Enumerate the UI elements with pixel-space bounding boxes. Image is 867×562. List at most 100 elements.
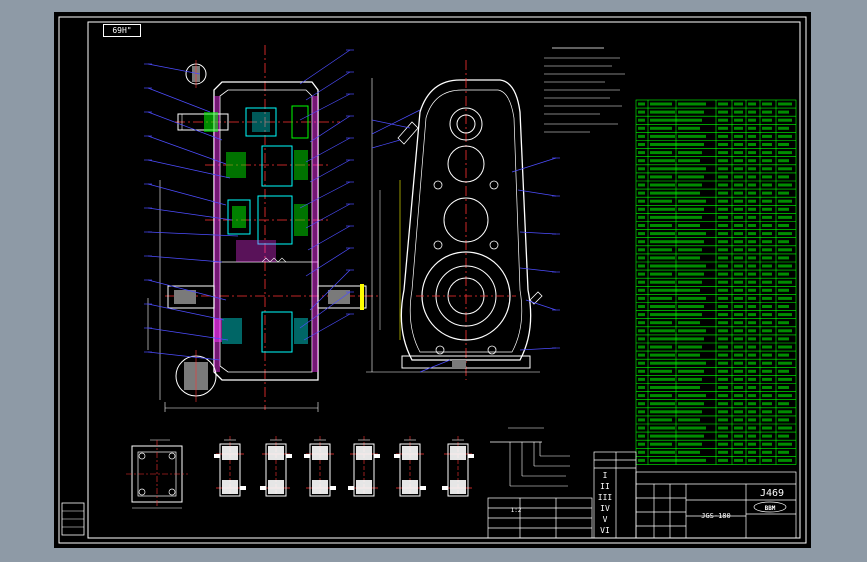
- parts-list-cell-text: [748, 394, 756, 398]
- parts-list-cell-text: [718, 159, 728, 163]
- parts-list-cell-text: [762, 305, 772, 308]
- parts-list-cell-text: [762, 313, 772, 317]
- parts-list-cell-text: [650, 191, 678, 195]
- parts-list-cell-text: [650, 410, 678, 414]
- parts-list-cell-text: [718, 329, 728, 333]
- parts-list-cell-text: [678, 361, 706, 365]
- parts-list-cell-text: [734, 410, 743, 414]
- parts-list-cell-text: [762, 353, 772, 357]
- parts-list-cell-text: [762, 224, 772, 227]
- parts-list-cell-text: [718, 151, 728, 155]
- parts-list-cell-text: [678, 199, 706, 203]
- parts-list-cell-text: [678, 240, 704, 244]
- leader-line: [511, 157, 557, 173]
- parts-list-cell-text: [678, 434, 704, 438]
- parts-list-cell-text: [718, 394, 728, 398]
- parts-list-cell-text: [778, 232, 792, 236]
- parts-list-cell-text: [778, 175, 789, 179]
- parts-list-cell-text: [734, 264, 743, 268]
- parts-list-cell-text: [778, 191, 789, 195]
- parts-list-cell-text: [778, 426, 792, 430]
- leader-line: [147, 255, 223, 263]
- parts-list-cell-text: [678, 402, 704, 406]
- parts-list-cell-text: [762, 272, 772, 276]
- parts-list-cell-text: [678, 175, 704, 179]
- parts-list-cell-text: [762, 159, 772, 163]
- parts-list-cell-text: [734, 118, 743, 122]
- parts-list-cell-text: [762, 442, 772, 446]
- parts-list-cell-text: [762, 264, 772, 268]
- parts-list-cell-text: [718, 183, 728, 187]
- leader-line: [147, 111, 223, 141]
- parts-list-cell-text: [734, 426, 743, 430]
- parts-list-cell-text: [638, 272, 645, 276]
- parts-list-cell-text: [638, 329, 645, 333]
- leader-line: [305, 203, 351, 229]
- parts-list-cell-text: [638, 183, 645, 187]
- parts-list-cell-text: [638, 426, 645, 430]
- drawing-sheet: [54, 12, 811, 548]
- parts-list-cell-text: [748, 345, 756, 349]
- parts-list-cell-text: [778, 151, 792, 155]
- parts-list-cell-text: [778, 369, 789, 373]
- parts-list-cell-text: [650, 126, 672, 130]
- parts-list-cell-text: [748, 280, 756, 284]
- leader-line: [147, 351, 221, 361]
- parts-list-cell-text: [748, 167, 756, 171]
- roman-numeral: VI: [600, 526, 610, 535]
- parts-list-cell-text: [678, 345, 702, 349]
- parts-list-cell-text: [778, 442, 792, 446]
- parts-list-cell-text: [748, 126, 756, 130]
- parts-list-cell-text: [748, 321, 756, 325]
- parts-list-cell-text: [638, 313, 645, 317]
- parts-list-cell-text: [734, 248, 743, 252]
- leader-line: [525, 299, 557, 311]
- parts-list-cell-text: [638, 394, 645, 398]
- parts-list-cell-text: [678, 264, 706, 268]
- parts-list-cell-text: [718, 102, 728, 106]
- parts-list-cell-text: [734, 143, 743, 146]
- parts-list-cell-text: [748, 369, 756, 373]
- leader-line: [147, 183, 227, 206]
- parts-list-cell-text: [678, 224, 700, 227]
- parts-list-cell-text: [762, 191, 772, 195]
- leader-line: [519, 347, 557, 351]
- roman-numeral: II: [600, 482, 610, 491]
- parts-list-cell-text: [718, 450, 728, 454]
- parts-list-cell-text: [678, 232, 706, 236]
- parts-list-cell-text: [748, 110, 756, 114]
- parts-list-cell-text: [638, 305, 645, 308]
- leader-line: [305, 71, 351, 101]
- parts-list-cell-text: [778, 321, 789, 325]
- parts-list-cell-text: [778, 183, 792, 187]
- leader-line: [147, 207, 233, 221]
- sheet-number: 1:2: [511, 507, 522, 514]
- parts-list-cell-text: [650, 264, 678, 268]
- parts-list-cell-text: [762, 296, 772, 300]
- parts-list-cell-text: [762, 426, 772, 430]
- parts-list-cell-text: [678, 337, 704, 341]
- parts-list-cell-text: [650, 288, 678, 292]
- parts-list-cell-text: [762, 183, 772, 187]
- parts-list-cell-text: [638, 207, 645, 211]
- parts-list-cell-text: [748, 353, 756, 357]
- parts-list-cell-text: [778, 410, 792, 414]
- parts-list-cell-text: [734, 337, 743, 341]
- leader-line: [299, 181, 351, 209]
- parts-list-cell-text: [778, 313, 792, 317]
- parts-list-cell-text: [718, 296, 728, 300]
- parts-list-cell-text: [734, 377, 743, 381]
- parts-list-cell-text: [678, 450, 700, 454]
- parts-list-cell-text: [762, 369, 772, 373]
- parts-list-cell-text: [638, 361, 645, 365]
- parts-list-cell-text: [762, 167, 772, 171]
- parts-list-cell-text: [778, 386, 789, 389]
- leader-line: [309, 269, 351, 311]
- parts-list-cell-text: [638, 296, 645, 300]
- parts-list-cell-text: [718, 215, 728, 219]
- parts-list-cell-text: [718, 345, 728, 349]
- parts-list-cell-text: [734, 175, 743, 179]
- parts-list-cell-text: [718, 224, 728, 227]
- parts-list-cell-text: [650, 151, 672, 155]
